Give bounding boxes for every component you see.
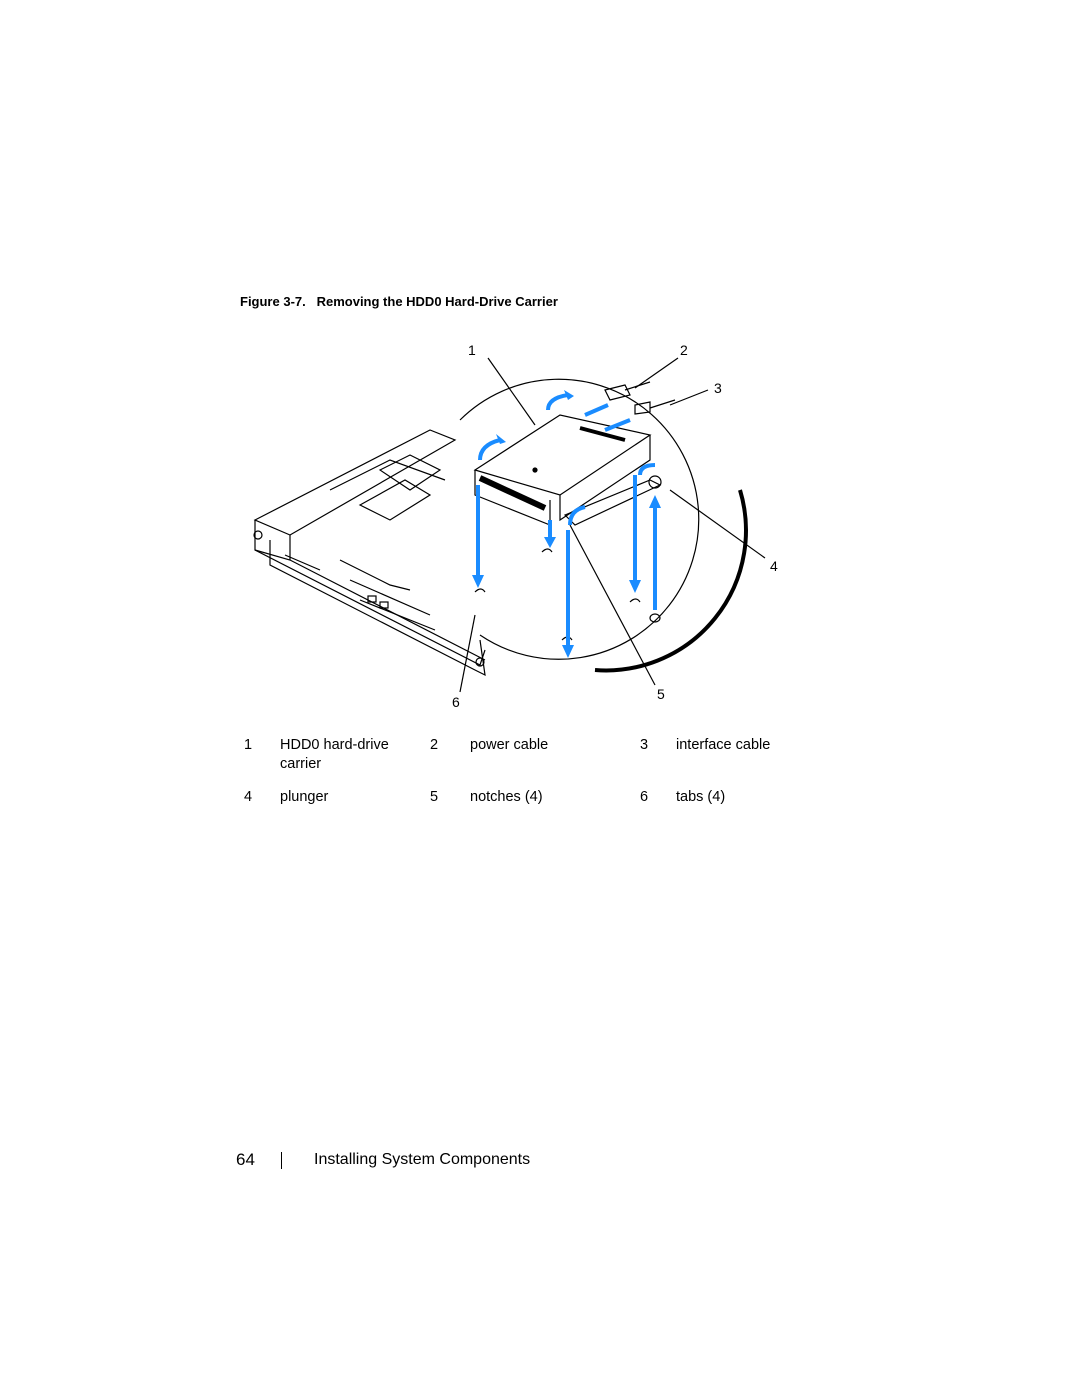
callout-1: 1 (468, 342, 476, 358)
callout-3: 3 (714, 380, 722, 396)
legend-row: 1 HDD0 hard-drive carrier 2 power cable … (244, 736, 826, 788)
figure-number: Figure 3-7. (240, 294, 306, 309)
page-number: 64 (236, 1150, 255, 1169)
legend-label: power cable (470, 737, 549, 753)
legend-num: 5 (430, 789, 439, 805)
legend-num: 4 (244, 789, 253, 805)
figure-title: Removing the HDD0 Hard-Drive Carrier (316, 294, 558, 309)
legend-label: tabs (4) (676, 789, 726, 805)
figure-legend: 1 HDD0 hard-drive carrier 2 power cable … (244, 736, 826, 821)
footer-divider (281, 1152, 282, 1169)
legend-label: notches (4) (470, 789, 543, 805)
legend-label: HDD0 hard-drive carrier (280, 737, 389, 772)
legend-label: interface cable (676, 737, 771, 753)
callout-6: 6 (452, 694, 460, 710)
callout-4: 4 (770, 558, 778, 574)
callout-5: 5 (657, 686, 665, 702)
legend-row: 4 plunger 5 notches (4) 6 tabs (4) (244, 788, 826, 821)
legend-num: 3 (640, 737, 649, 753)
section-title: Installing System Components (314, 1151, 531, 1168)
callout-2: 2 (680, 342, 688, 358)
hard-drive-carrier-illustration (253, 357, 766, 693)
legend-num: 2 (430, 737, 439, 753)
legend-num: 6 (640, 789, 649, 805)
legend-label: plunger (280, 789, 329, 805)
legend-num: 1 (244, 737, 253, 753)
figure-illustration: 1 2 3 4 5 6 (230, 330, 790, 720)
figure-caption: Figure 3-7. Removing the HDD0 Hard-Drive… (240, 294, 558, 309)
